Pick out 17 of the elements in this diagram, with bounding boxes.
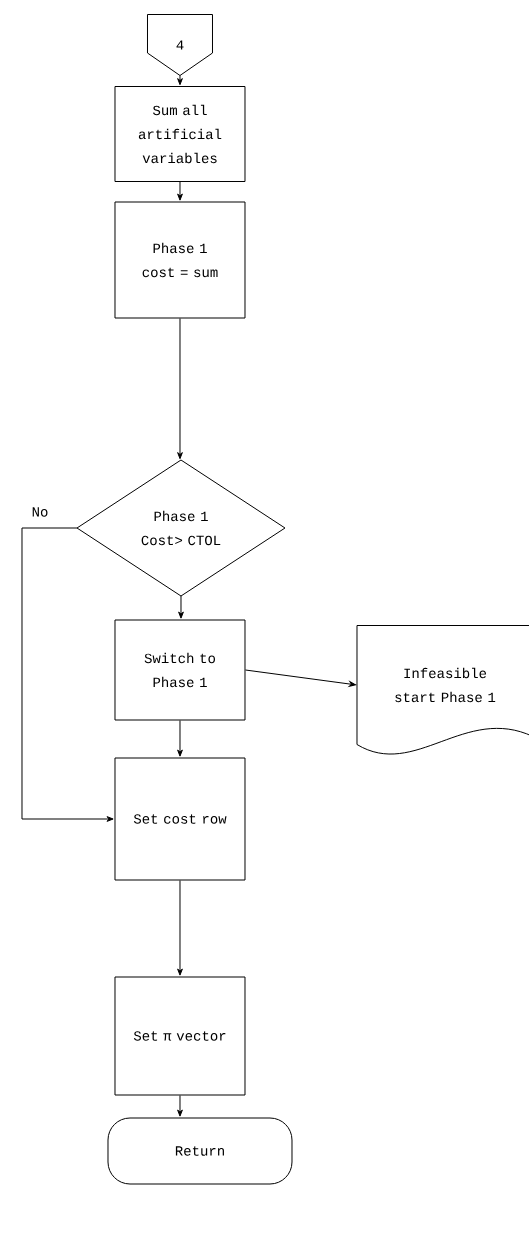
process-box: Switch to Phase 1 [114, 619, 246, 721]
arrow [245, 669, 357, 687]
arrow [177, 880, 183, 976]
document-shape: Infeasible start Phase 1 [356, 625, 529, 755]
process-box: Sum all artificial variables [114, 86, 246, 182]
edge-label: No [30, 506, 50, 518]
arrow [177, 181, 183, 201]
arrow [21, 527, 114, 822]
arrow [177, 720, 183, 757]
arrow [177, 1095, 183, 1117]
arrow [177, 318, 183, 460]
arrow [177, 75, 183, 86]
arrow [178, 595, 184, 619]
offpage-connector: 4 [147, 14, 213, 76]
process-box: Phase 1 cost = sum [114, 201, 246, 319]
process-box: Set π vector [114, 976, 246, 1096]
process-box: Set cost row [114, 757, 246, 881]
